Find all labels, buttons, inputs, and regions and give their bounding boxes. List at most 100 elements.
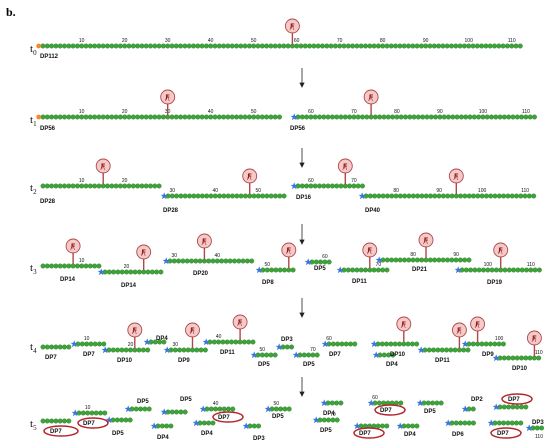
bead (466, 406, 472, 412)
bead (518, 193, 524, 199)
bead (394, 114, 400, 120)
bead (468, 267, 474, 273)
bead (169, 409, 175, 415)
enzyme-icon: F (65, 238, 81, 265)
dp-label-t5-q: DP6 (452, 432, 464, 438)
bead (423, 43, 429, 49)
bead (234, 114, 239, 120)
chain-t4-i: 70 (292, 347, 320, 359)
bead (334, 400, 340, 406)
bead (232, 258, 237, 264)
bead (472, 267, 478, 273)
bead (375, 267, 381, 273)
chain-t5-e (160, 408, 188, 416)
bead (224, 339, 230, 345)
bead (198, 347, 204, 353)
bead (57, 114, 63, 120)
bead (514, 355, 520, 361)
position-tick: 70 (351, 178, 357, 184)
bead (62, 114, 67, 120)
bead (277, 43, 282, 49)
bead (458, 193, 464, 199)
bead (92, 341, 98, 347)
bead (372, 114, 378, 120)
bead (466, 257, 472, 263)
bead (117, 114, 123, 120)
bead (470, 341, 476, 347)
bead (260, 267, 266, 273)
bead (397, 257, 403, 263)
position-tick: 80 (380, 38, 386, 44)
bead (156, 183, 162, 189)
bead (79, 183, 85, 189)
bead (501, 420, 507, 426)
bead (500, 341, 506, 347)
bead (381, 352, 387, 358)
enzyme-icon: F (159, 89, 176, 116)
bead (312, 183, 318, 189)
position-tick: 20 (124, 264, 130, 270)
bead (326, 417, 332, 423)
bead (76, 410, 82, 416)
bead (268, 114, 274, 120)
svg-text:F: F (71, 244, 76, 251)
chain-t4-j: 60 (321, 336, 358, 348)
bead (330, 341, 336, 347)
bead (432, 257, 438, 263)
bead (407, 114, 413, 120)
bead (479, 341, 485, 347)
dp-label-t4-a: DP7 (45, 355, 57, 361)
bead (501, 193, 507, 199)
bead (102, 410, 108, 416)
bead (375, 43, 381, 49)
bead (531, 193, 537, 199)
bead (178, 43, 184, 49)
bead (233, 339, 239, 345)
dp-label-t1-a: DP56 (40, 126, 56, 132)
arrow-t1-t2 (299, 148, 305, 168)
bead (509, 43, 515, 49)
bead (345, 267, 351, 273)
bead (159, 423, 165, 429)
bead (216, 43, 222, 49)
bead (337, 43, 343, 49)
bead (466, 43, 472, 49)
bead (524, 267, 529, 273)
bead (419, 193, 425, 199)
bead (247, 193, 253, 199)
bead (57, 344, 63, 350)
bead (40, 183, 46, 189)
bead (523, 114, 529, 120)
bead (201, 420, 207, 426)
bead (223, 258, 229, 264)
bead (122, 114, 128, 120)
bead (191, 193, 197, 199)
bead (380, 267, 386, 273)
bead (221, 43, 227, 49)
bead (511, 267, 517, 273)
bead (277, 193, 283, 199)
bead (273, 193, 278, 199)
bead (335, 341, 341, 347)
bead (497, 355, 503, 361)
svg-text:F: F (402, 322, 407, 329)
bead (181, 347, 187, 353)
enzyme-icon: F (127, 322, 143, 349)
bead (380, 43, 386, 49)
bead (325, 114, 331, 120)
bead (523, 355, 529, 361)
position-tick: 20 (122, 109, 128, 115)
bead (146, 406, 152, 412)
chain-t4-a (40, 344, 72, 350)
bead (203, 114, 209, 120)
bead (492, 341, 498, 347)
bead (410, 43, 416, 49)
bead (49, 183, 55, 189)
bead (471, 420, 476, 426)
position-tick: 50 (256, 188, 262, 194)
bead (354, 43, 360, 49)
bead (339, 341, 345, 347)
bead (462, 420, 468, 426)
chain-t3-d: 50 (255, 262, 296, 274)
bead (330, 417, 336, 423)
